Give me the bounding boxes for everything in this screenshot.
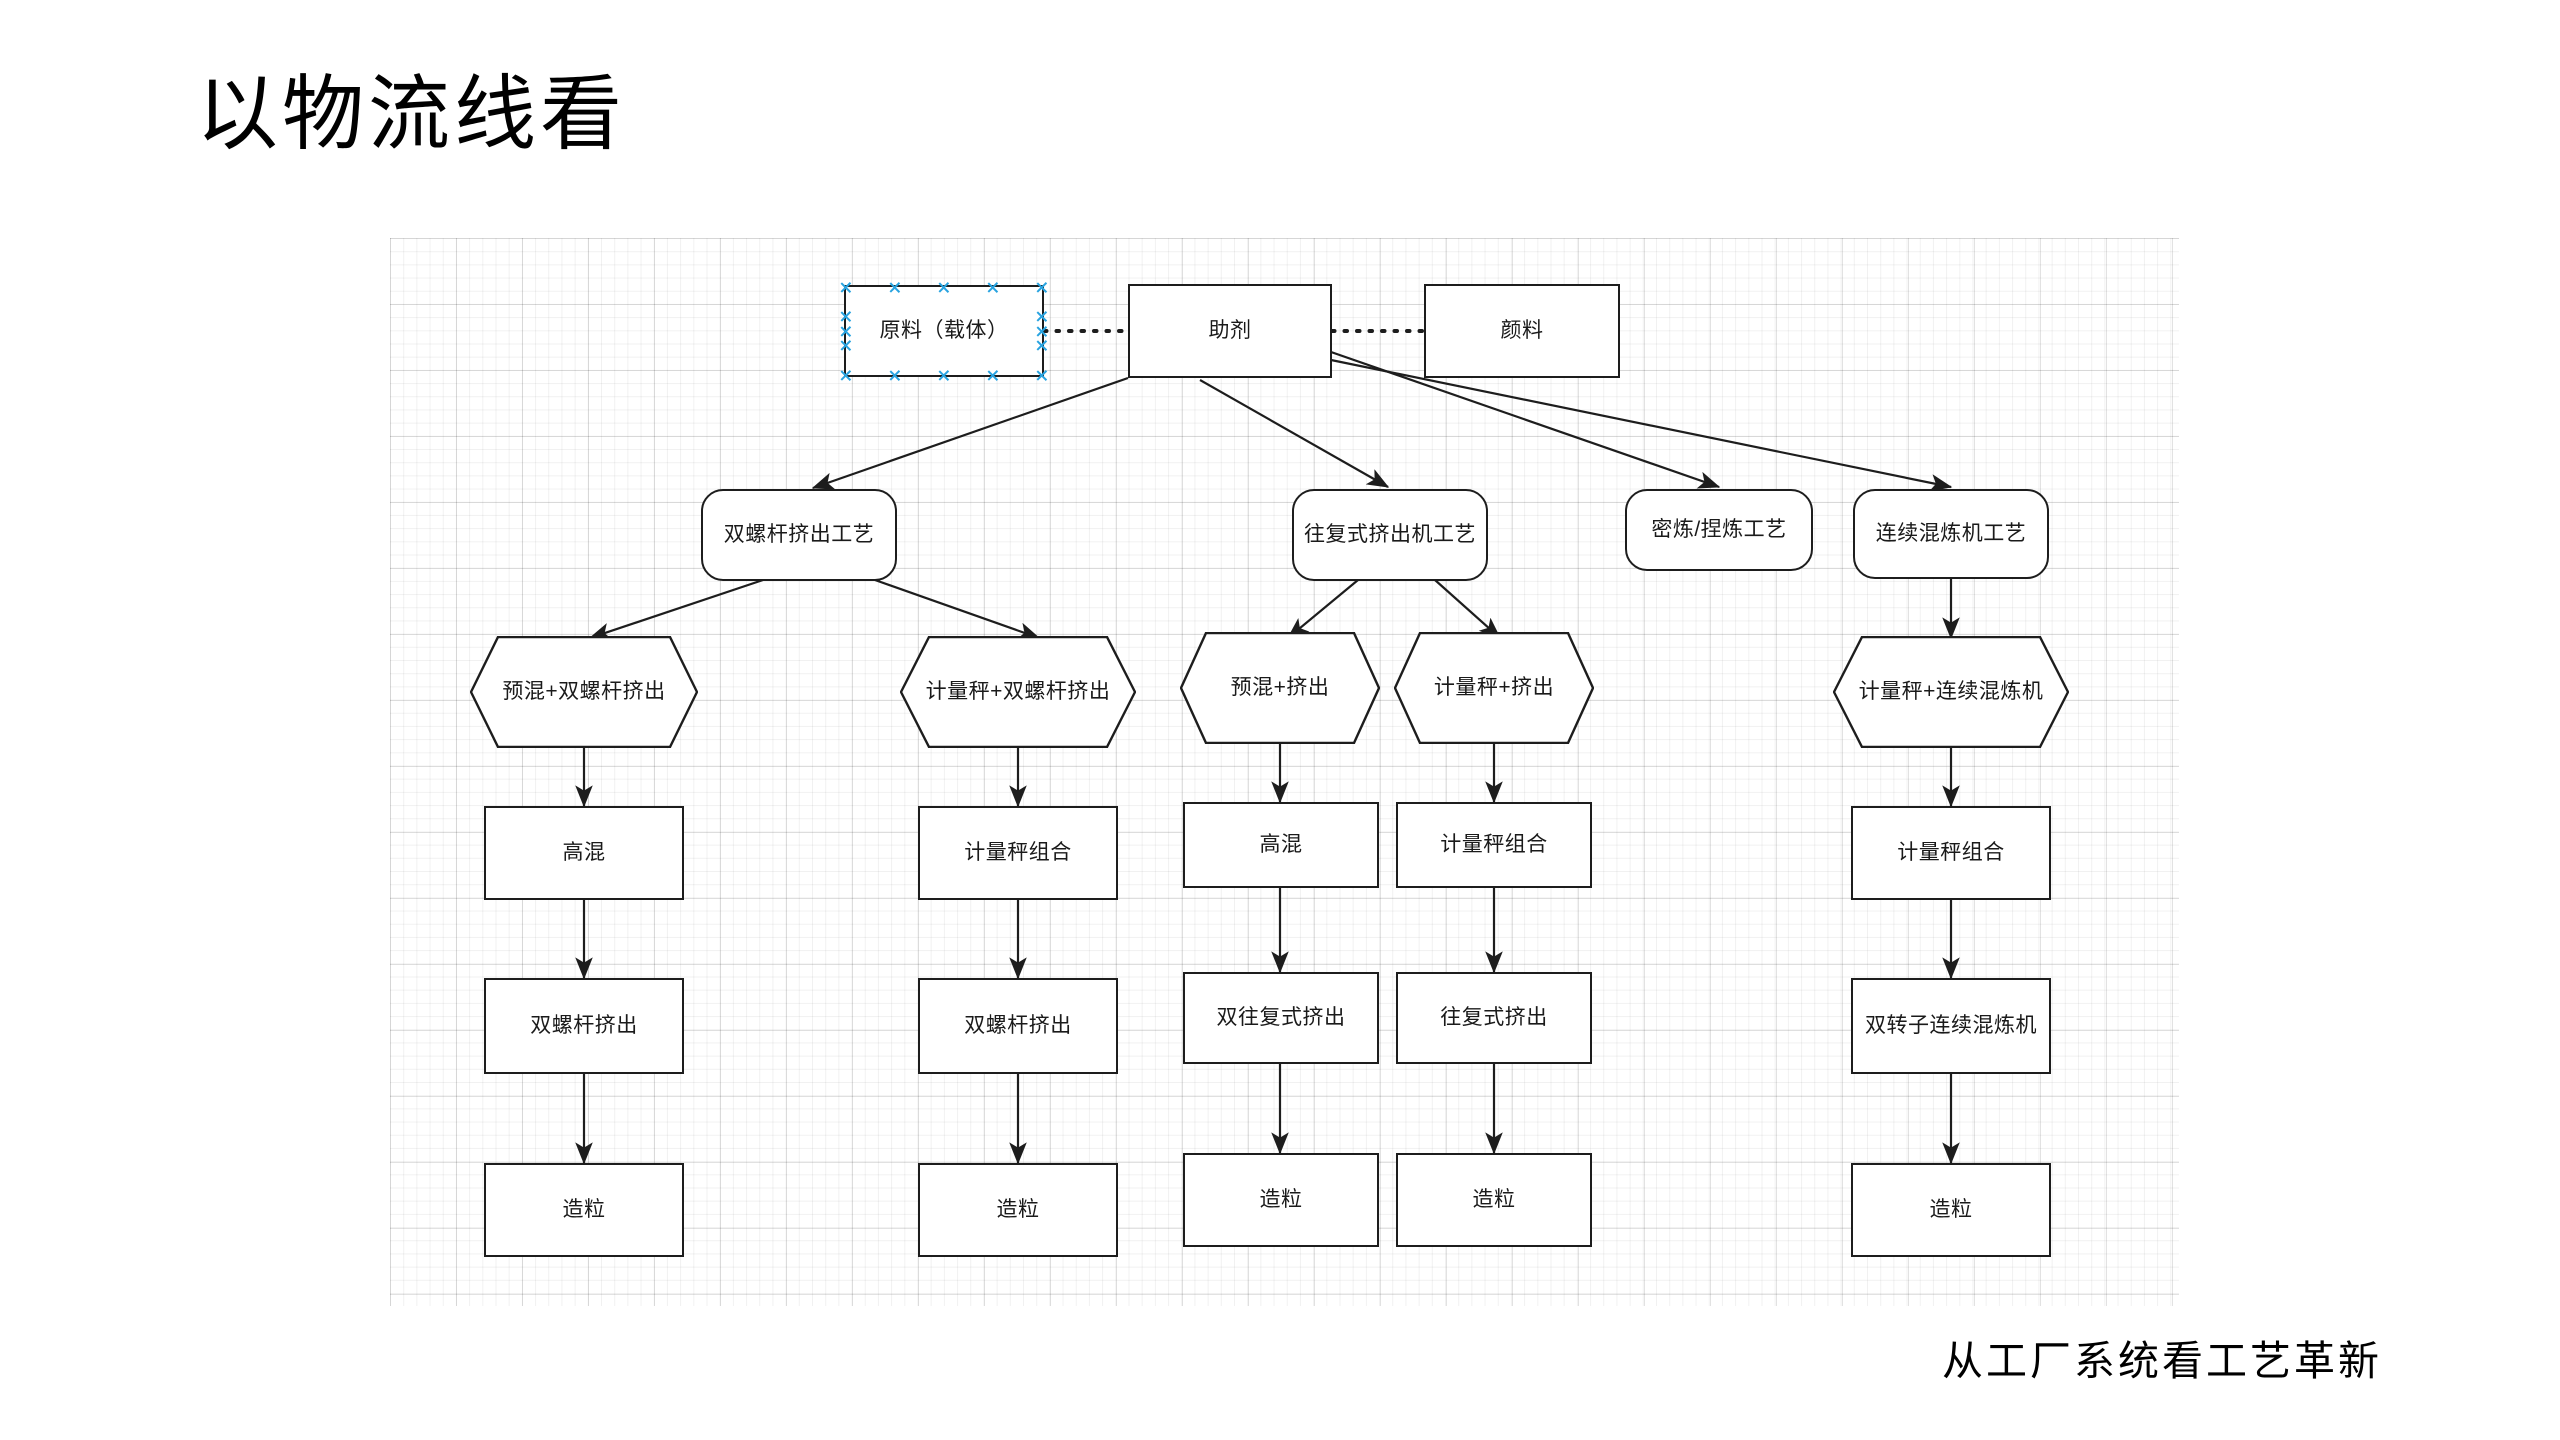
node-label: 助剂 bbox=[1208, 318, 1252, 342]
node-pellet-e[interactable]: 造粒 bbox=[1851, 1163, 2051, 1257]
page-title: 以物流线看 bbox=[196, 69, 627, 160]
node-label: 造粒 bbox=[1472, 1187, 1516, 1211]
node-process-continuous-mixer[interactable]: 连续混炼机工艺 bbox=[1853, 489, 2049, 579]
node-label: 造粒 bbox=[1259, 1187, 1303, 1211]
selection-handles bbox=[846, 287, 1042, 375]
node-equipment-e[interactable]: 双转子连续混炼机 bbox=[1851, 978, 2051, 1074]
node-label: 计量秤组合 bbox=[1897, 840, 2005, 864]
node-hex-premix-twinscrew[interactable]: 预混+双螺杆挤出 bbox=[470, 636, 698, 748]
hexagon-shape bbox=[900, 636, 1136, 748]
node-label: 往复式挤出 bbox=[1440, 1005, 1548, 1029]
node-mix-d[interactable]: 计量秤组合 bbox=[1396, 802, 1592, 888]
node-pellet-d[interactable]: 造粒 bbox=[1396, 1153, 1592, 1247]
node-pigment[interactable]: 颜料 bbox=[1424, 284, 1620, 378]
diagram-canvas[interactable] bbox=[390, 238, 2179, 1306]
node-label: 双往复式挤出 bbox=[1216, 1005, 1346, 1029]
node-hex-scale-extrude[interactable]: 计量秤+挤出 bbox=[1394, 632, 1594, 744]
node-label: 双螺杆挤出 bbox=[530, 1013, 638, 1037]
node-pellet-c[interactable]: 造粒 bbox=[1183, 1153, 1379, 1247]
node-label: 计量秤组合 bbox=[964, 840, 1072, 864]
node-label: 密炼/捏炼工艺 bbox=[1651, 517, 1787, 541]
node-label: 往复式挤出机工艺 bbox=[1304, 522, 1476, 546]
node-equipment-c[interactable]: 双往复式挤出 bbox=[1183, 972, 1379, 1064]
node-pellet-a[interactable]: 造粒 bbox=[484, 1163, 684, 1257]
node-label: 高混 bbox=[562, 840, 606, 864]
node-process-reciprocating[interactable]: 往复式挤出机工艺 bbox=[1292, 489, 1488, 581]
node-label: 造粒 bbox=[562, 1197, 606, 1221]
node-process-banbury[interactable]: 密炼/捏炼工艺 bbox=[1625, 489, 1813, 571]
node-raw-material[interactable]: 原料（载体） bbox=[844, 285, 1044, 377]
node-label: 计量秤组合 bbox=[1440, 832, 1548, 856]
hexagon-shape bbox=[1394, 632, 1594, 744]
node-mix-b[interactable]: 计量秤组合 bbox=[918, 806, 1118, 900]
node-label: 高混 bbox=[1259, 832, 1303, 856]
node-label: 原料（载体） bbox=[879, 318, 1009, 342]
slide-footer: 从工厂系统看工艺革新 bbox=[1942, 1338, 2382, 1384]
node-label: 连续混炼机工艺 bbox=[1875, 521, 2027, 545]
node-label: 双转子连续混炼机 bbox=[1865, 1013, 2037, 1037]
node-equipment-a[interactable]: 双螺杆挤出 bbox=[484, 978, 684, 1074]
node-label: 造粒 bbox=[996, 1197, 1040, 1221]
node-mix-c[interactable]: 高混 bbox=[1183, 802, 1379, 888]
hexagon-shape bbox=[1833, 636, 2069, 748]
node-hex-scale-continuous-mixer[interactable]: 计量秤+连续混炼机 bbox=[1833, 636, 2069, 748]
node-label: 双螺杆挤出 bbox=[964, 1013, 1072, 1037]
node-equipment-d[interactable]: 往复式挤出 bbox=[1396, 972, 1592, 1064]
node-mix-e[interactable]: 计量秤组合 bbox=[1851, 806, 2051, 900]
node-additive[interactable]: 助剂 bbox=[1128, 284, 1332, 378]
node-label: 造粒 bbox=[1929, 1197, 1973, 1221]
node-pellet-b[interactable]: 造粒 bbox=[918, 1163, 1118, 1257]
hexagon-shape bbox=[1180, 632, 1380, 744]
hexagon-shape bbox=[470, 636, 698, 748]
node-label: 双螺杆挤出工艺 bbox=[723, 522, 875, 546]
node-equipment-b[interactable]: 双螺杆挤出 bbox=[918, 978, 1118, 1074]
node-label: 颜料 bbox=[1500, 318, 1544, 342]
node-mix-a[interactable]: 高混 bbox=[484, 806, 684, 900]
node-hex-scale-twinscrew[interactable]: 计量秤+双螺杆挤出 bbox=[900, 636, 1136, 748]
node-process-twin-screw[interactable]: 双螺杆挤出工艺 bbox=[701, 489, 897, 581]
node-hex-premix-extrude[interactable]: 预混+挤出 bbox=[1180, 632, 1380, 744]
